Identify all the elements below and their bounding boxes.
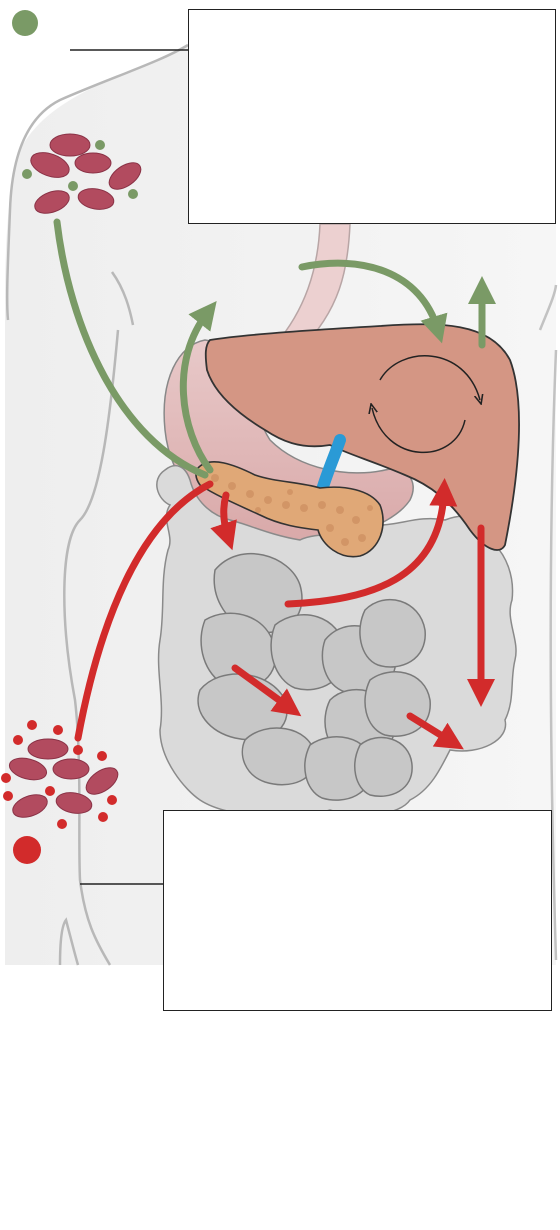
- green-pathway-arrows: [53, 218, 496, 479]
- hand-outline: [58, 917, 80, 966]
- green-molecules: [22, 140, 138, 199]
- torso-right-outline: [538, 284, 558, 961]
- arm-outline: [63, 271, 135, 966]
- red-arrow-intestine-right: [406, 712, 464, 750]
- red-arrow-pancreas-down: [210, 491, 237, 551]
- green-dot: [12, 10, 38, 36]
- blood-cells-top: [22, 133, 142, 214]
- green-arrow-to-liver: [298, 259, 448, 344]
- green-arrow-pancreas-to-blood: [53, 218, 209, 479]
- small-intestine: [197, 553, 431, 801]
- pancreas-texture: [211, 474, 373, 546]
- bile-duct: [316, 434, 346, 496]
- red-pathway-arrows: [74, 478, 495, 750]
- red-dot: [13, 836, 41, 864]
- red-arrow-to-liver: [284, 478, 458, 608]
- red-arrow-blood-to-pancreas: [74, 480, 214, 742]
- liver-cycle-arrow-bottom: [372, 408, 466, 453]
- callout-box-top: [188, 9, 556, 224]
- blood-cells-bottom: [1, 720, 119, 829]
- red-molecules: [1, 720, 117, 829]
- green-arrow-pancreas-to-stomach: [179, 301, 217, 474]
- pancreas: [195, 461, 384, 558]
- liver-cycle-arrow-top: [379, 355, 480, 400]
- red-arrow-intestine-left: [231, 664, 302, 717]
- body-outline: [5, 43, 189, 321]
- callout-box-bottom: [163, 810, 552, 1011]
